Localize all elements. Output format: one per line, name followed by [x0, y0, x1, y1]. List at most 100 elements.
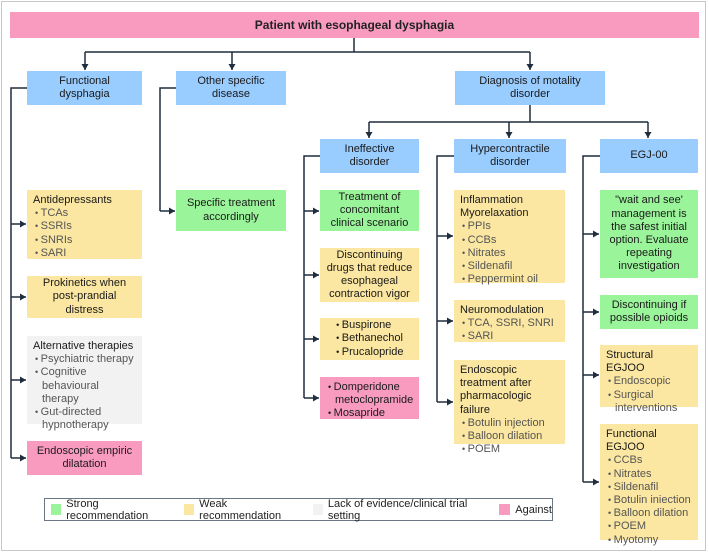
arrowhead-icon: [593, 308, 599, 316]
node-bullet: Prucalopride: [334, 346, 405, 359]
node-neuro: NeuromodulationTCA, SSRI, SNRISARI: [454, 300, 565, 342]
arrowhead-icon: [505, 132, 513, 138]
node-bullet: SARI: [460, 330, 559, 343]
legend-item-weak: Weak recommendation: [183, 497, 305, 522]
node-title: Prokinetics when post-prandial distress: [42, 277, 127, 316]
node-title: Ineffective disorder: [344, 142, 395, 168]
node-antidep: AntidepressantsTCAsSSRIsSNRIsSARI: [27, 190, 142, 259]
node-specific: Specific treatment accordingly: [176, 190, 286, 231]
node-bullet: Psychiatric therapy: [33, 353, 136, 366]
arrowhead-icon: [313, 271, 319, 279]
node-bullet: Mosapride: [326, 407, 413, 420]
node-title: Endoscopic empiric dilatation: [36, 444, 133, 470]
arrowhead-icon: [447, 317, 453, 325]
node-domperidone: Domperidone metoclopramideMosapride: [320, 377, 419, 419]
legend-swatch: [51, 504, 62, 515]
legend-swatch: [183, 504, 195, 515]
node-title: Functional EGJOO: [606, 428, 657, 454]
node-bullet: CCBs: [606, 454, 692, 467]
legend-item-strong: Strong recommendation: [51, 498, 176, 522]
node-bullet: Endoscopic: [606, 375, 692, 388]
arrowhead-icon: [644, 132, 652, 138]
node-title: Endoscopic treatment after pharmacologic…: [460, 364, 532, 416]
node-bullet: POEM: [460, 443, 559, 456]
node-bullet: SARI: [33, 247, 136, 260]
node-bullet: Buspirone: [334, 319, 405, 332]
node-title: Hypercontractile disorder: [470, 142, 550, 168]
arrowhead-icon: [81, 64, 89, 70]
node-diagnosis: Diagnosis of motality disorder: [455, 71, 605, 105]
arrowhead-icon: [20, 454, 26, 462]
connector-line: [436, 155, 454, 402]
node-wait: "wait and see' management is the safest …: [600, 190, 698, 278]
arrowhead-icon: [526, 64, 534, 70]
node-prokin: Prokinetics when post-prandial distress: [27, 276, 142, 318]
legend-label: Against: [515, 503, 552, 516]
arrowhead-icon: [447, 398, 453, 406]
node-bullet: Botulin iniection: [606, 494, 692, 507]
node-other: Other specific disease: [176, 71, 286, 105]
node-title: Neuromodulation: [460, 304, 544, 316]
node-bullet: Nitrates: [606, 468, 692, 481]
node-bullet: Balloon dilation: [606, 507, 692, 520]
node-bullet: Gut-directed hypnotherapy: [33, 406, 136, 432]
arrowhead-icon: [313, 207, 319, 215]
node-opioids: Discontinuing if possible opioids: [600, 295, 698, 329]
node-title: Alternative therapies: [33, 340, 134, 352]
node-bullet: POEM: [606, 520, 692, 533]
legend-item-lack: Lack of evidence/clinical trial setting: [312, 497, 492, 522]
node-title: Diagnosis of motality disorder: [479, 74, 581, 100]
node-bullet: Botulin injection: [460, 417, 559, 430]
node-bullet: Bethanechol: [334, 332, 405, 345]
node-bullet: TCAs: [33, 207, 136, 220]
arrowhead-icon: [228, 64, 236, 70]
node-buspirone: BuspironeBethanecholPrucalopride: [320, 318, 419, 360]
node-ineffective: Ineffective disorder: [320, 139, 419, 173]
arrowhead-icon: [447, 232, 453, 240]
root-node-title: Patient with esophageal dysphagia: [10, 12, 699, 38]
node-discdrugs: Discontinuing drugs that reduce esophage…: [320, 248, 419, 302]
node-title: Discontinuing if possible opioids: [609, 298, 689, 324]
node-bullet: SNRIs: [33, 234, 136, 247]
legend-label: Strong recommendation: [66, 497, 149, 522]
node-title: Specific treatment accordingly: [186, 197, 276, 223]
connector-line: [10, 87, 27, 458]
node-bullet: Myotomy: [606, 534, 692, 547]
node-endotx: Endoscopic treatment after pharmacologic…: [454, 360, 565, 455]
node-bullet: Sildenafil: [606, 481, 692, 494]
node-bullet: Cognitive behavioural therapy: [33, 366, 136, 406]
node-bullet: Surgical interventions: [606, 389, 692, 415]
node-title: Functional dysphagia: [59, 74, 110, 100]
legend-swatch: [312, 504, 323, 515]
node-bullet: Sildenafil: [460, 260, 559, 273]
arrowhead-icon: [365, 132, 373, 138]
node-funcegj: Functional EGJOOCCBsNitratesSildenafilBo…: [600, 424, 698, 546]
legend-swatch: [499, 504, 511, 515]
node-structural: Structural EGJOOEndoscopicSurgical inter…: [600, 345, 698, 414]
node-bullet: PPIs: [460, 220, 559, 233]
node-title: Other specific disease: [197, 74, 265, 100]
node-title: Inflammation Myorelaxation: [460, 194, 529, 220]
node-title: Structural EGJOO: [606, 349, 654, 375]
node-bullet: Nitrates: [460, 247, 559, 260]
arrowhead-icon: [20, 293, 26, 301]
arrowhead-icon: [313, 394, 319, 402]
node-bullet: SSRIs: [33, 220, 136, 233]
node-hyper: Hypercontractile disorder: [454, 139, 566, 173]
node-inflam: Inflammation MyorelaxationPPIsCCBsNitrat…: [454, 190, 565, 285]
node-bullet: Domperidone metoclopramide: [326, 381, 414, 407]
node-title: "wait and see' management is the safest …: [609, 194, 689, 273]
legend-item-against: Against: [499, 504, 552, 516]
legend-label: Weak recommendation: [199, 497, 282, 522]
legend-label: Lack of evidence/clinical trial setting: [327, 497, 468, 522]
node-concom: Treatment of concomitant clinical scenar…: [320, 190, 419, 231]
arrowhead-icon: [313, 335, 319, 343]
node-endodil: Endoscopic empiric dilatation: [27, 441, 142, 475]
node-alt: Alternative therapiesPsychiatric therapy…: [27, 336, 142, 431]
node-title: Treatment of concomitant clinical scenar…: [330, 190, 409, 230]
node-bullet: CCBs: [460, 234, 559, 247]
connector-line: [159, 87, 176, 211]
